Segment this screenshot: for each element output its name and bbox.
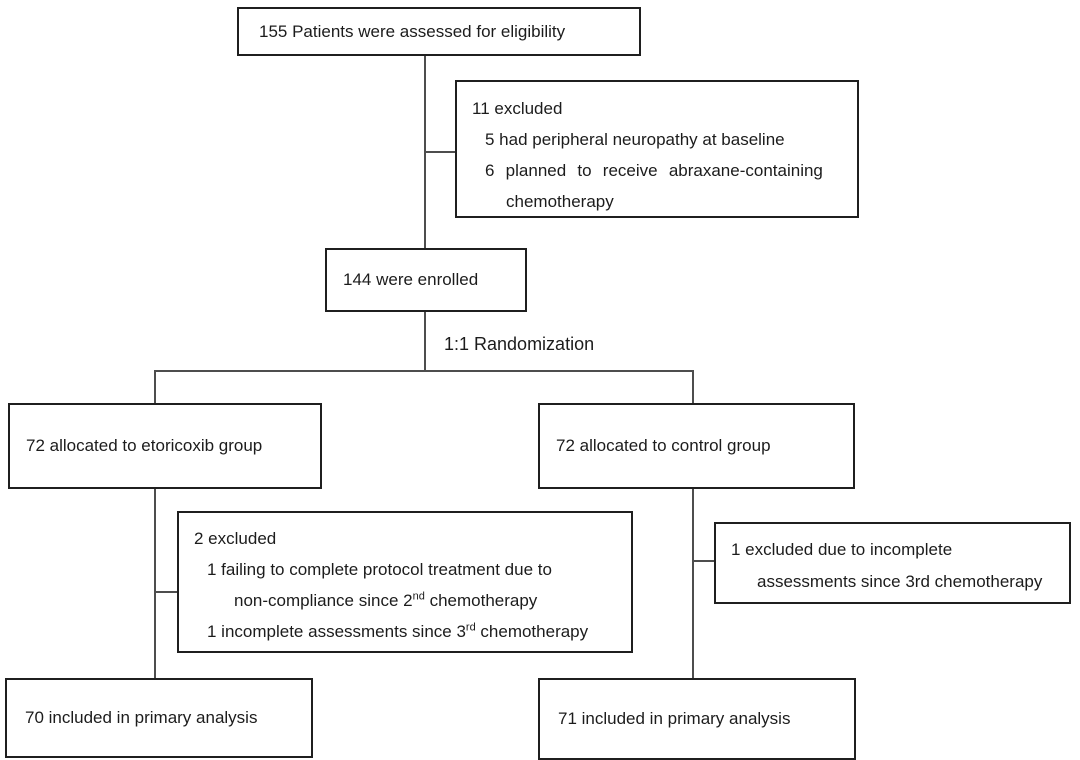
- connector-control-to-analysis: [692, 489, 694, 678]
- allocated-etoricoxib-text: 72 allocated to etoricoxib group: [26, 436, 263, 455]
- box-excluded-before-enrollment: 11 excluded 5 had peripheral neuropathy …: [455, 80, 859, 218]
- box-allocated-etoricoxib: 72 allocated to etoricoxib group: [8, 403, 322, 489]
- excluded-left-line-4-ordinal-suffix: rd: [465, 621, 476, 634]
- connector-branch-excluded-left: [155, 591, 177, 593]
- connector-randomization-split: [154, 370, 694, 372]
- connector-split-to-control: [692, 370, 694, 403]
- excluded-left-line-4-post: chemotherapy: [475, 622, 589, 641]
- excluded-left-line-4: 1 incomplete assessments since 3rd chemo…: [194, 616, 621, 647]
- randomization-label: 1:1 Randomization: [444, 334, 595, 354]
- excluded-left-line-3: non-compliance since 2nd chemotherapy: [194, 585, 621, 616]
- connector-etoricoxib-to-analysis: [154, 489, 156, 678]
- allocated-control-text: 72 allocated to control group: [556, 436, 771, 455]
- box-assessed-for-eligibility: 155 Patients were assessed for eligibili…: [237, 7, 641, 56]
- connector-split-to-etoricoxib: [154, 370, 156, 403]
- primary-analysis-etoricoxib-text: 70 included in primary analysis: [25, 708, 258, 727]
- connector-branch-excluded-right: [693, 560, 714, 562]
- excluded-top-line-4: chemotherapy: [506, 192, 614, 211]
- excluded-left-line-2: 1 failing to complete protocol treatment…: [207, 560, 552, 579]
- box-excluded-control-arm: 1 excluded due to incomplete assessments…: [714, 522, 1071, 604]
- box-excluded-etoricoxib-arm: 2 excluded 1 failing to complete protoco…: [177, 511, 633, 653]
- excluded-right-line-1: 1 excluded due to incomplete: [731, 540, 953, 559]
- connector-branch-excluded-top: [425, 151, 455, 153]
- primary-analysis-control-text: 71 included in primary analysis: [558, 709, 791, 728]
- excluded-top-line-2: 5 had peripheral neuropathy at baseline: [485, 130, 785, 149]
- box-allocated-control: 72 allocated to control group: [538, 403, 855, 489]
- excluded-left-line-1: 2 excluded: [194, 529, 277, 548]
- excluded-left-line-3-pre: non-compliance since 2: [234, 591, 413, 610]
- excluded-top-line-1: 11 excluded: [472, 99, 563, 118]
- connector-enrolled-to-split: [424, 312, 426, 372]
- excluded-left-line-3-ordinal-suffix: nd: [412, 590, 425, 603]
- box-enrolled: 144 were enrolled: [325, 248, 527, 312]
- excluded-left-line-4-pre: 1 incomplete assessments since 3: [207, 622, 466, 641]
- enrolled-text: 144 were enrolled: [343, 270, 479, 289]
- assessed-for-eligibility-text: 155 Patients were assessed for eligibili…: [259, 21, 566, 41]
- box-primary-analysis-control: 71 included in primary analysis: [538, 678, 856, 760]
- excluded-right-line-2: assessments since 3rd chemotherapy: [757, 572, 1043, 591]
- excluded-left-line-3-post: chemotherapy: [424, 591, 538, 610]
- excluded-top-line-3: 6 planned to receive abraxane-containing: [485, 161, 823, 180]
- box-primary-analysis-etoricoxib: 70 included in primary analysis: [5, 678, 313, 758]
